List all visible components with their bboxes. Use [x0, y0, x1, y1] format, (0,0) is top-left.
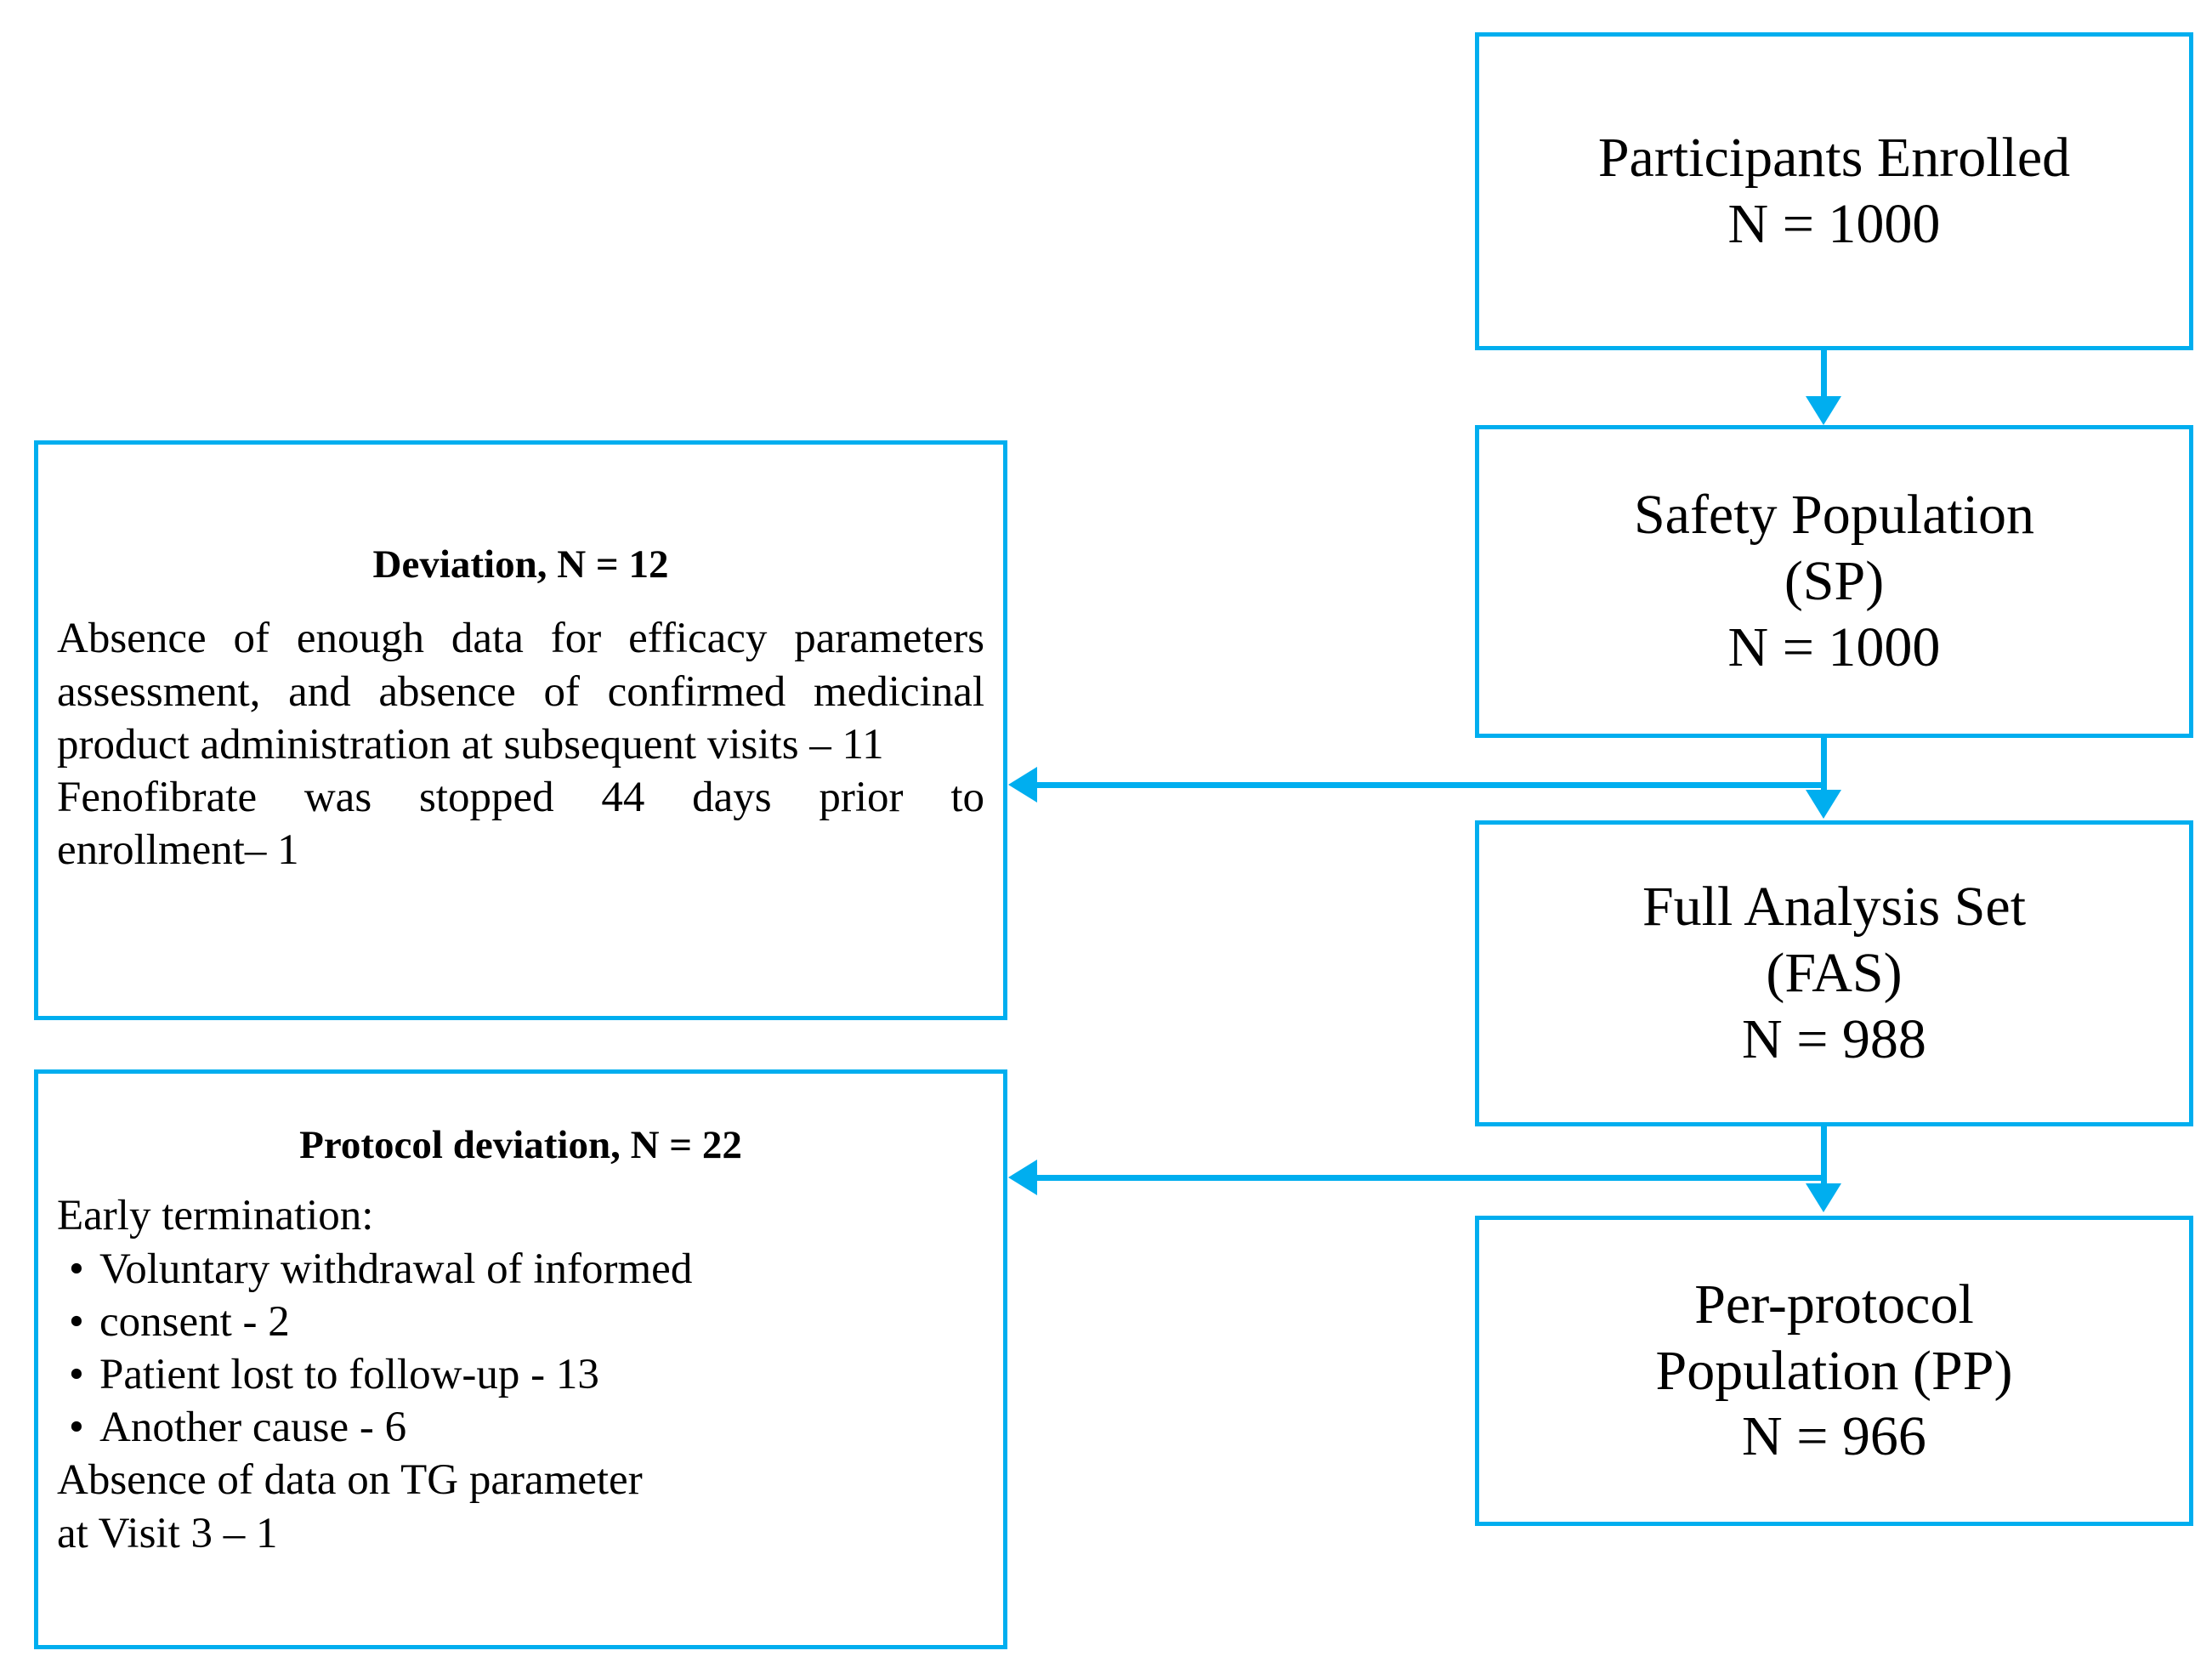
node-protocol-deviation-footer-line-1: Absence of data on TG parameter	[57, 1456, 643, 1505]
node-protocol-deviation-footer-line-2: at Visit 3 – 1	[57, 1509, 278, 1557]
node-safety-population-line-1: Safety Population	[1633, 484, 2035, 547]
node-protocol-deviation-heading: Protocol deviation, N = 22	[299, 1123, 742, 1167]
node-per-protocol-population-line-1: Per-protocol	[1694, 1273, 1974, 1336]
node-protocol-deviation: Protocol deviation, N = 22 Early termina…	[34, 1069, 1007, 1649]
node-per-protocol-population-line-2: Population (PP)	[1655, 1339, 2013, 1402]
arrowhead-left-icon-safety-population-to-deviation	[1008, 767, 1037, 803]
list-item: Voluntary withdrawal of informed	[69, 1243, 984, 1296]
node-participants-enrolled-line-2: N = 1000	[1727, 193, 1941, 255]
arrowhead-down-icon-safety-population-to-full-analysis-set	[1806, 790, 1841, 819]
node-full-analysis-set: Full Analysis Set (FAS) N = 988	[1475, 820, 2193, 1126]
node-deviation: Deviation, N = 12 Absence of enough data…	[34, 440, 1007, 1020]
list-item: consent - 2	[69, 1296, 984, 1348]
connector-safety-population-to-full-analysis-set	[1821, 738, 1827, 791]
node-full-analysis-set-line-2: (FAS)	[1766, 942, 1903, 1005]
node-deviation-heading: Deviation, N = 12	[372, 542, 669, 587]
list-item: Another cause - 6	[69, 1401, 984, 1454]
connector-enrolled-to-safety-population	[1821, 350, 1827, 400]
node-per-protocol-population: Per-protocol Population (PP) N = 966	[1475, 1216, 2193, 1526]
arrowhead-down-icon-enrolled-to-safety-population	[1806, 396, 1841, 425]
node-participants-enrolled: Participants Enrolled N = 1000	[1475, 32, 2193, 350]
node-protocol-deviation-body: Early termination: Voluntary withdrawal …	[57, 1189, 984, 1560]
node-protocol-deviation-bullet-list: Voluntary withdrawal of informed consent…	[57, 1243, 984, 1455]
node-safety-population: Safety Population (SP) N = 1000	[1475, 425, 2193, 738]
arrowhead-down-icon-full-analysis-set-to-per-protocol	[1806, 1183, 1841, 1212]
connector-full-analysis-set-to-per-protocol	[1821, 1126, 1827, 1185]
node-full-analysis-set-line-3: N = 988	[1742, 1007, 1926, 1070]
connector-full-analysis-set-to-protocol-deviation	[1037, 1175, 1826, 1181]
node-full-analysis-set-line-1: Full Analysis Set	[1642, 876, 2027, 939]
arrowhead-left-icon-full-analysis-set-to-protocol-deviation	[1008, 1160, 1037, 1195]
node-participants-enrolled-line-1: Participants Enrolled	[1597, 127, 2071, 190]
node-safety-population-line-3: N = 1000	[1727, 615, 1941, 678]
list-item: Patient lost to follow-up - 13	[69, 1348, 984, 1401]
connector-safety-population-to-deviation	[1037, 782, 1826, 788]
node-protocol-deviation-intro: Early termination:	[57, 1192, 374, 1240]
node-deviation-paragraph-2: Fenofibrate was stopped 44 days prior to…	[57, 774, 984, 875]
node-deviation-paragraph-1: Absence of enough data for efficacy para…	[57, 615, 984, 769]
node-deviation-body: Absence of enough data for efficacy para…	[57, 612, 984, 876]
node-safety-population-line-2: (SP)	[1784, 550, 1885, 613]
node-per-protocol-population-line-3: N = 966	[1742, 1405, 1926, 1468]
